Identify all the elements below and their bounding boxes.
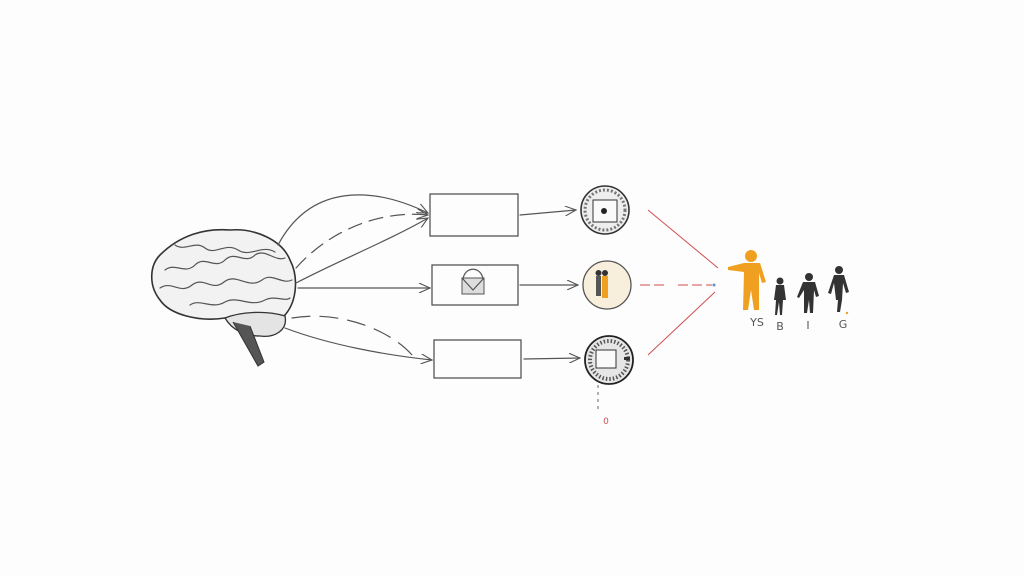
- pointing-person-icon: [728, 250, 766, 310]
- person-figure-1: [774, 277, 786, 315]
- process-box-1: [429, 193, 519, 237]
- bottom-label: 0: [603, 417, 609, 427]
- device-icon: [584, 335, 634, 385]
- envelope-icon: [461, 268, 485, 295]
- person-label-i: I: [806, 319, 809, 332]
- person-figure-3: [828, 266, 849, 312]
- process-box-3: [433, 339, 522, 379]
- accent-dot: [845, 311, 849, 315]
- brain-icon: [150, 228, 297, 367]
- person-label-ys: YS: [749, 316, 764, 329]
- person-label-b: B: [776, 320, 784, 333]
- person-figure-2: [797, 273, 819, 313]
- arrow-box3-circle3: [523, 358, 580, 359]
- process-box-2: [431, 264, 519, 306]
- arrow-box1-circle1: [519, 210, 576, 215]
- people-icon: [582, 260, 632, 310]
- person-label-g: G: [839, 318, 848, 331]
- safe-icon: [580, 185, 630, 235]
- connectors-brain-to-boxes: [277, 194, 432, 360]
- connectors-to-target: [640, 209, 719, 356]
